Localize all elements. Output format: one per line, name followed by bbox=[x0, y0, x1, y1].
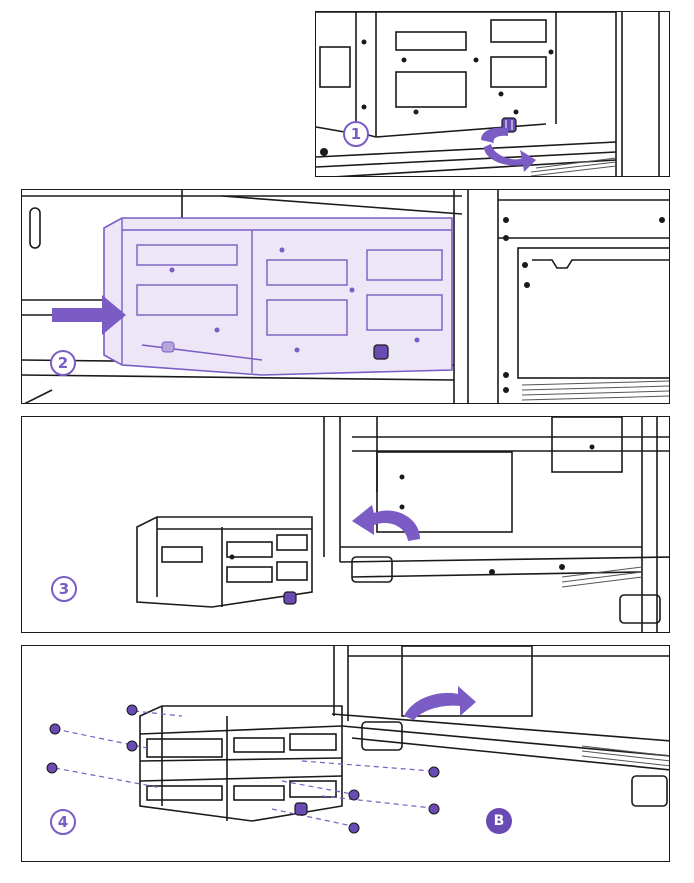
step-3-illustration bbox=[22, 417, 670, 633]
callout-b-badge: B bbox=[486, 808, 512, 834]
thumbscrew-icon bbox=[295, 803, 307, 815]
curved-arrow-icon bbox=[481, 128, 536, 173]
screw-icon bbox=[349, 790, 359, 800]
thumbscrew-icon bbox=[284, 592, 296, 604]
screw-icon bbox=[50, 724, 60, 734]
step-4-panel: 4 B bbox=[21, 645, 670, 862]
step-1-panel: 1 bbox=[315, 11, 670, 177]
screw-icon bbox=[127, 741, 137, 751]
thumbscrew-icon bbox=[162, 342, 174, 352]
screw-icon bbox=[429, 804, 439, 814]
screw-icon bbox=[47, 763, 57, 773]
step-1-illustration bbox=[316, 12, 670, 177]
screw-icon bbox=[429, 767, 439, 777]
step-number-badge: 4 bbox=[50, 809, 76, 835]
step-2-panel: 2 bbox=[21, 189, 670, 404]
step-number-badge: 2 bbox=[50, 350, 76, 376]
step-2-illustration bbox=[22, 190, 670, 404]
thumbscrew-icon bbox=[374, 345, 388, 359]
curved-arrow-icon bbox=[404, 686, 476, 720]
step-number-badge: 3 bbox=[51, 576, 77, 602]
step-number-badge: 1 bbox=[343, 121, 369, 147]
screw-icon bbox=[127, 705, 137, 715]
drive-cage-highlighted bbox=[104, 218, 452, 375]
step-4-illustration bbox=[22, 646, 670, 862]
curved-arrow-icon bbox=[352, 505, 420, 541]
step-3-panel: 3 bbox=[21, 416, 670, 633]
screw-icon bbox=[349, 823, 359, 833]
